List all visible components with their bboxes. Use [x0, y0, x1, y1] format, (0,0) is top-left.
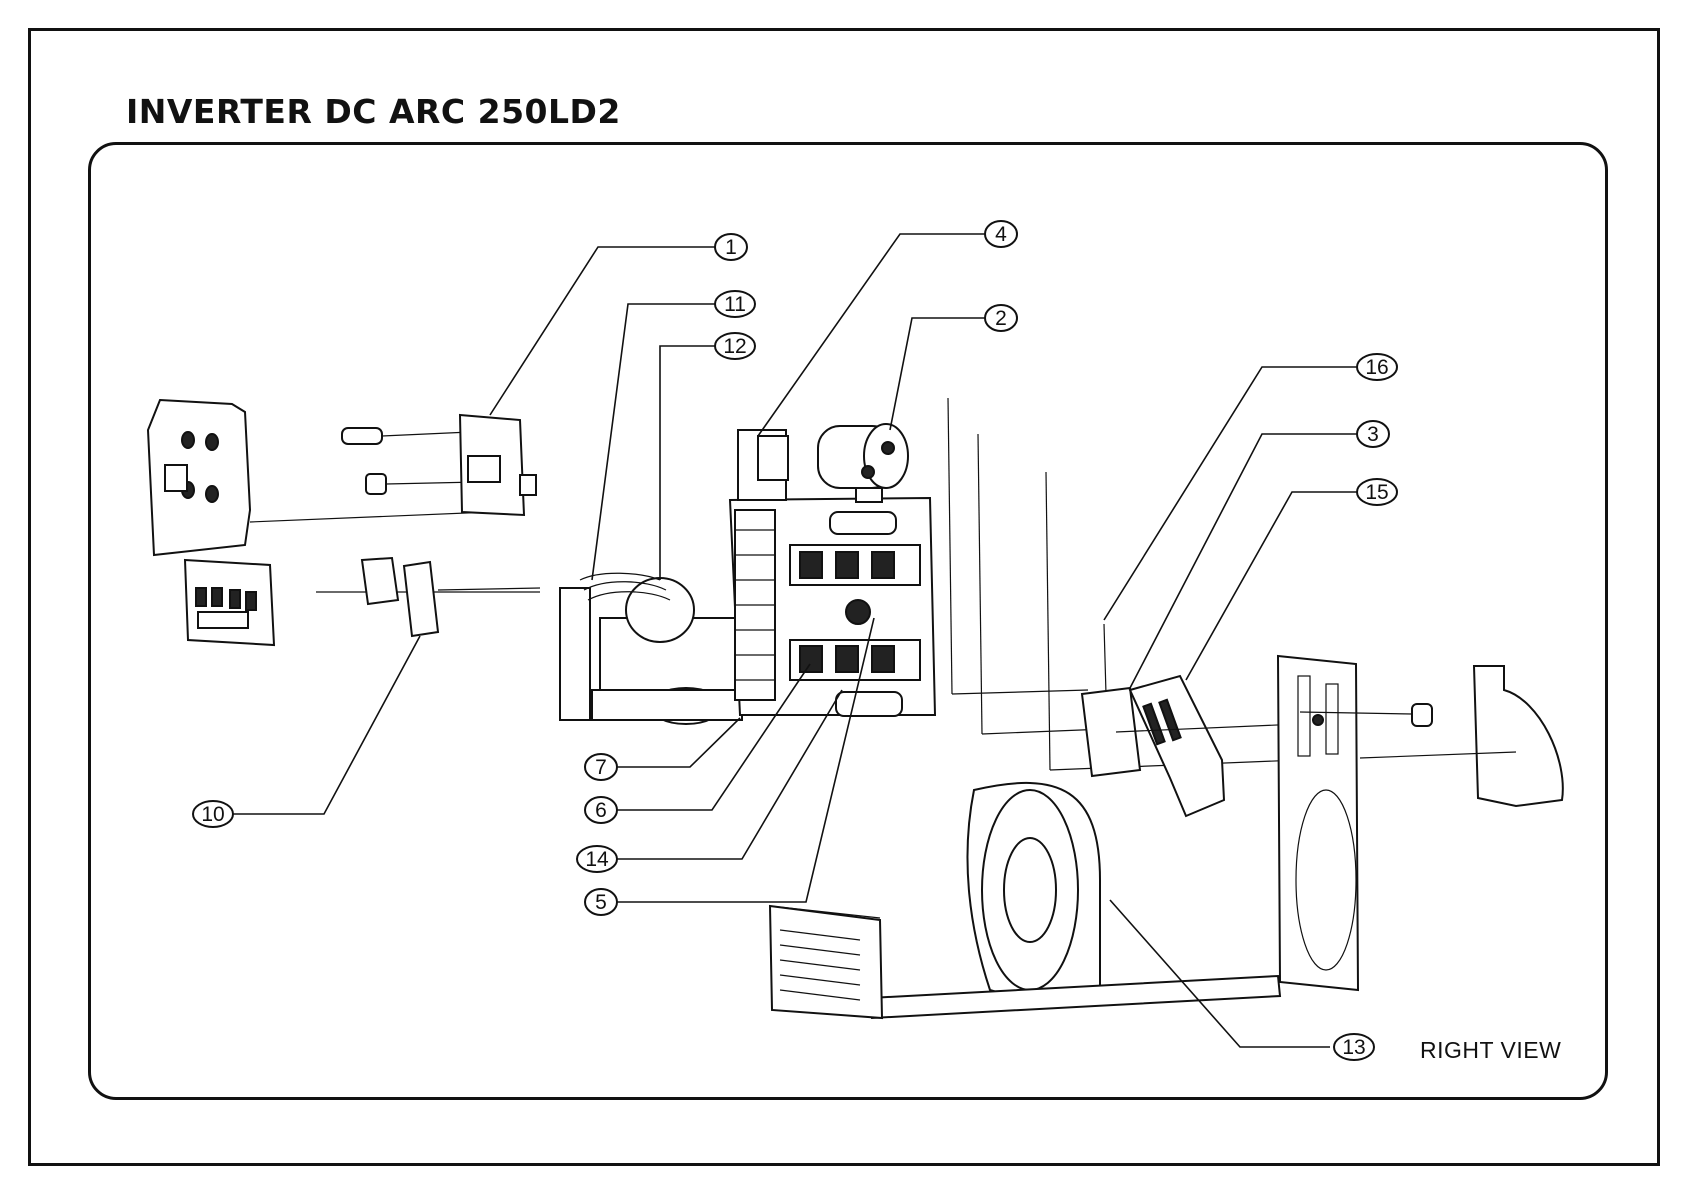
- rear-grill: [770, 906, 882, 1018]
- knob-parts: [342, 428, 478, 494]
- callout-13: 13: [1334, 1034, 1374, 1060]
- svg-text:2: 2: [995, 307, 1007, 330]
- filter-capacitor: [818, 424, 908, 502]
- rectifier-bridge: [1082, 676, 1300, 816]
- callout-15: 15: [1357, 479, 1397, 505]
- svg-text:7: 7: [595, 756, 607, 779]
- callout-7: 7: [585, 754, 617, 780]
- callout-2: 2: [985, 305, 1017, 331]
- main-transformer: [560, 573, 742, 724]
- callout-4: 4: [985, 221, 1017, 247]
- svg-text:10: 10: [201, 803, 224, 826]
- callout-1: 1: [715, 234, 747, 260]
- callout-16: 16: [1357, 354, 1397, 380]
- callout-11: 11: [715, 291, 755, 317]
- callout-6: 6: [585, 797, 617, 823]
- callout-12: 12: [715, 333, 755, 359]
- svg-text:12: 12: [723, 335, 746, 358]
- svg-text:11: 11: [724, 293, 746, 316]
- svg-text:14: 14: [585, 848, 609, 871]
- rear-terminal-board: [185, 560, 274, 645]
- svg-text:13: 13: [1342, 1036, 1365, 1059]
- callout-5: 5: [585, 889, 617, 915]
- callout-3: 3: [1357, 421, 1389, 447]
- svg-text:4: 4: [995, 223, 1007, 246]
- svg-text:16: 16: [1365, 356, 1388, 379]
- svg-text:1: 1: [725, 236, 737, 259]
- front-panel: [148, 400, 490, 555]
- svg-text:6: 6: [595, 799, 607, 822]
- view-label: RIGHT VIEW: [1420, 1037, 1561, 1063]
- callout-10: 10: [193, 801, 233, 827]
- svg-text:15: 15: [1365, 481, 1388, 504]
- control-pcb: [460, 415, 536, 515]
- svg-text:3: 3: [1367, 423, 1379, 446]
- output-terminals: [316, 558, 540, 636]
- callout-14: 14: [577, 846, 617, 872]
- cooling-fan: [967, 783, 1100, 998]
- svg-text:5: 5: [595, 891, 607, 914]
